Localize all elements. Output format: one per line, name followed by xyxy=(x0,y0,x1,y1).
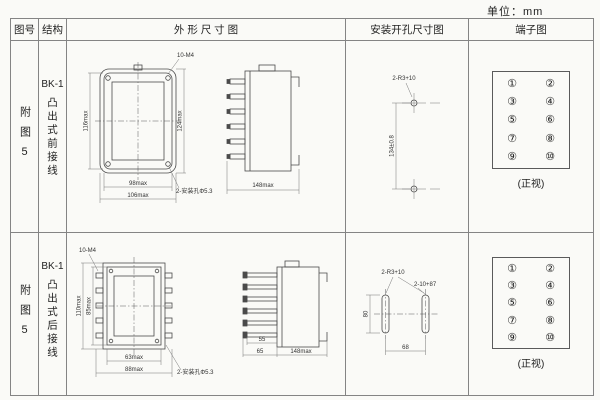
dim-label-bottom-outer: 88max xyxy=(125,367,143,373)
dim-label-left: 116max xyxy=(84,111,90,132)
structure-label: 凸出式后接线 xyxy=(46,279,58,360)
dim-label-holes: 2-安装孔Φ5.3 xyxy=(177,368,214,376)
unit-label: 单位：mm xyxy=(487,6,544,18)
dim-label-bottom-inner: 98max xyxy=(129,181,147,187)
fig-no-label: 附图5 xyxy=(18,283,31,345)
terminal-box: ① ② ③ ④ ⑤ ⑥ ⑦ ⑧ ⑨ ⑩ xyxy=(492,71,570,169)
terminal-pin: ⑧ xyxy=(545,132,555,145)
relay-side-view xyxy=(242,260,328,348)
terminal-cell-row2: ① ② ③ ④ ⑤ ⑥ ⑦ ⑧ ⑨ ⑩ (正视) xyxy=(469,233,593,395)
dim-label-depth: 148max xyxy=(290,349,311,355)
dimension-lines-side xyxy=(226,161,300,194)
dim-label-bottom-inner: 63max xyxy=(125,355,143,361)
terminal-box: ① ② ③ ④ ⑤ ⑥ ⑦ ⑧ ⑨ ⑩ xyxy=(492,257,570,349)
terminal-pin: ② xyxy=(545,78,555,91)
dimension-lines xyxy=(81,253,182,377)
header-structure: 结构 xyxy=(39,19,67,41)
structure-cell-row1: BK-1 凸出式前接线 xyxy=(39,41,67,233)
dim-label-stack2: 65 xyxy=(257,349,264,355)
terminal-pin: ⑤ xyxy=(507,297,517,310)
dim-label-vertical: 134±0.8 xyxy=(390,135,396,157)
terminal-pin: ① xyxy=(507,263,517,276)
terminal-cell-row1: ① ② ③ ④ ⑤ ⑥ ⑦ ⑧ ⑨ ⑩ (正视) xyxy=(469,41,593,233)
outline-cell-row2: 10-M4 110max 85max 63max 88max 2-安装孔Φ5.3 xyxy=(67,233,346,395)
model-label: BK-1 xyxy=(41,79,64,90)
dim-label-screws: 10-M4 xyxy=(79,248,97,254)
terminal-pin: ④ xyxy=(545,280,555,293)
terminal-pin: ⑥ xyxy=(545,114,555,127)
dim-label-right: 124max xyxy=(178,110,184,131)
dim-label-left: 110max xyxy=(77,296,83,317)
terminal-pin: ⑤ xyxy=(507,114,517,127)
dim-label-slot: 2-R3+10 xyxy=(392,76,416,82)
terminal-pin: ⑥ xyxy=(545,297,555,310)
dim-label-stack: 55 xyxy=(259,337,266,343)
dimension-lines xyxy=(366,276,427,355)
terminal-pin: ① xyxy=(507,78,517,91)
dimension-lines xyxy=(88,58,186,203)
outline-drawing-front-wiring: 10-M4 116max 124max 98max 106max 2-安装孔Φ5… xyxy=(84,53,300,203)
fig-no-cell-row1: 附图5 xyxy=(11,41,39,233)
header-terminal: 端子图 xyxy=(469,19,593,41)
dim-label-depth: 148max xyxy=(252,183,273,189)
structure-label: 凸出式前接线 xyxy=(46,97,58,178)
install-drawing-rear-wiring: 2-R3+10 2-10+87 80 68 xyxy=(364,270,438,355)
dim-label-slot2: 2-10+87 xyxy=(414,282,437,288)
terminal-pin: ⑧ xyxy=(545,314,555,327)
dim-label-horizontal: 68 xyxy=(402,345,409,351)
terminal-pin: ⑨ xyxy=(507,331,517,344)
dim-label-vertical: 80 xyxy=(364,310,370,317)
outline-cell-row1: 10-M4 116max 124max 98max 106max 2-安装孔Φ5… xyxy=(67,41,346,233)
fig-no-cell-row2: 附图5 xyxy=(11,233,39,395)
dim-label-screws: 10-M4 xyxy=(177,53,195,59)
dimension-lines-side xyxy=(242,337,328,357)
install-cell-row2: 2-R3+10 2-10+87 80 68 xyxy=(346,233,469,395)
dim-label-bottom-outer: 106max xyxy=(127,193,148,199)
view-label: (正视) xyxy=(517,359,545,370)
outline-drawing-rear-wiring: 10-M4 110max 85max 63max 88max 2-安装孔Φ5.3 xyxy=(77,248,328,377)
terminal-pin: ⑦ xyxy=(507,132,517,145)
terminal-pin: ⑩ xyxy=(545,331,555,344)
view-label: (正视) xyxy=(517,179,545,190)
terminal-pin: ④ xyxy=(545,96,555,109)
mounting-holes xyxy=(410,99,418,193)
dimension-table: 图号 结构 外 形 尺 寸 图 安装开孔尺寸图 端子图 附图5 BK-1 凸出式… xyxy=(10,18,594,396)
header-fig-no: 图号 xyxy=(11,19,39,41)
terminal-pin: ③ xyxy=(507,280,517,293)
terminal-pin: ③ xyxy=(507,96,517,109)
dim-label-holes: 2-安装孔Φ5.3 xyxy=(176,187,213,195)
dim-label-inner: 85max xyxy=(87,297,93,315)
terminal-pin: ⑩ xyxy=(545,150,555,163)
model-label: BK-1 xyxy=(41,261,64,272)
fig-no-label: 附图5 xyxy=(18,106,31,167)
center-marks xyxy=(392,82,440,199)
install-cell-row1: 2-R3+10 134±0.8 xyxy=(346,41,469,233)
structure-cell-row2: BK-1 凸出式后接线 xyxy=(39,233,67,395)
relay-side-view xyxy=(226,64,300,172)
install-drawing-front-wiring: 2-R3+10 134±0.8 xyxy=(390,76,440,199)
header-outline: 外 形 尺 寸 图 xyxy=(67,19,346,41)
terminal-pin: ⑦ xyxy=(507,314,517,327)
terminal-pin: ② xyxy=(545,263,555,276)
header-install: 安装开孔尺寸图 xyxy=(346,19,469,41)
dim-label-slot: 2-R3+10 xyxy=(381,270,405,276)
terminal-pin: ⑨ xyxy=(507,150,517,163)
